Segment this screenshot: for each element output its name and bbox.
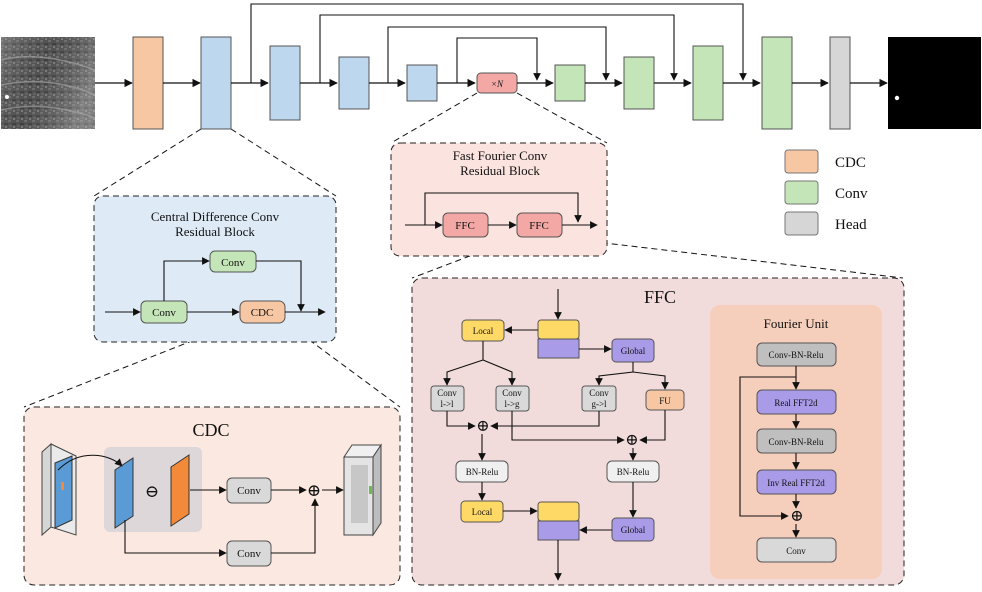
legend-cdc-swatch	[784, 149, 819, 174]
ffc-conv-g-l-label-2: g->l	[591, 399, 607, 409]
ffc-output-tensor	[537, 501, 580, 541]
fu-conv-bn-relu-1-label: Conv-BN-Relu	[769, 350, 824, 360]
legend-head-swatch	[784, 211, 819, 236]
cdc-plus-symbol: ⊕	[307, 481, 321, 500]
ffc-panel-ffc-2-label: FFC	[529, 220, 549, 232]
cdc-panel-conv-left-label: Conv	[152, 307, 176, 319]
legend-head-label: Head	[835, 217, 867, 233]
cdc-minus-symbol: ⊖	[145, 482, 159, 501]
cdc-conv-top-label: Conv	[237, 485, 261, 497]
ffc-fu-label: FU	[659, 396, 671, 406]
fu-conv-bn-relu-2-label: Conv-BN-Relu	[769, 437, 824, 447]
pipeline-encoder-2	[269, 45, 301, 121]
cdc-panel-title-1: Central Difference Conv	[151, 209, 280, 224]
legend: CDC Conv Head	[784, 149, 868, 236]
ffc-plus-left: ⊕	[476, 418, 489, 435]
cdc-panel-conv-top-label: Conv	[221, 257, 245, 269]
pipeline-encoder-4	[406, 64, 438, 102]
ffc-local-bottom-label: Local	[472, 507, 493, 517]
cdc-blue-feature	[114, 457, 134, 529]
ffc-panel-title-1: Fast Fourier Conv	[453, 148, 548, 163]
ffc-global-top-label: Global	[621, 346, 646, 356]
ffc-global-bottom-label: Global	[621, 525, 646, 535]
pipeline-decoder-4	[761, 36, 793, 130]
ffc-conv-g-l-label-1: Conv	[589, 388, 609, 398]
legend-conv-swatch	[784, 180, 819, 205]
ffc-conv-l-l-label-2: l->l	[440, 399, 454, 409]
legend-conv-label: Conv	[835, 186, 868, 202]
cdc-input-feature	[41, 442, 77, 537]
ffc-conv-l-g-label-2: l->g	[504, 399, 520, 409]
fu-inv-real-fft-label: Inv Real FFT2d	[767, 478, 825, 488]
pipeline: ×N	[0, 3, 981, 130]
pipeline-cdc-block	[132, 36, 164, 130]
fourier-unit-panel: Fourier Unit Conv-BN-Relu Real FFT2d Con…	[710, 305, 882, 579]
pipeline-repeat-label: ×N	[491, 79, 504, 89]
skip-connections	[250, 3, 747, 83]
fu-conv-label: Conv	[786, 546, 806, 556]
input-image	[0, 37, 96, 129]
cdc-panel-title-2: Residual Block	[175, 224, 255, 239]
pipeline-decoder-2	[623, 56, 655, 110]
fu-real-fft-label: Real FFT2d	[774, 398, 818, 408]
cdc-panel-cdc-label: CDC	[251, 307, 274, 319]
ffc-panel-ffc-1-label: FFC	[455, 220, 475, 232]
cdc-detail-panel: CDC ⊖ Conv Conv ⊕	[23, 406, 401, 586]
pipeline-decoder-1	[554, 64, 586, 102]
fu-plus: ⊕	[790, 508, 803, 525]
ffc-detail-title: FFC	[644, 287, 676, 307]
cdc-orange-feature	[170, 454, 190, 527]
fu-conv	[756, 537, 837, 563]
pipeline-encoder-3	[338, 56, 370, 110]
ffc-bn-relu-left-label: BN-Relu	[466, 467, 499, 477]
ffc-plus-right: ⊕	[625, 432, 638, 449]
ffc-panel-title-2: Residual Block	[460, 163, 540, 178]
output-image	[888, 37, 981, 129]
ffc-conv-l-g-label-1: Conv	[502, 388, 522, 398]
pipeline-head	[829, 36, 851, 130]
legend-cdc-label: CDC	[835, 155, 866, 171]
ffc-input-tensor	[537, 319, 580, 359]
ffc-conv-l-l-label-1: Conv	[437, 388, 457, 398]
pipeline-decoder-3	[692, 45, 724, 121]
ffc-bn-relu-right-label: BN-Relu	[617, 467, 650, 477]
ffc-local-top-label: Local	[473, 326, 494, 336]
fourier-unit-title: Fourier Unit	[764, 316, 829, 331]
cdc-output-feature	[343, 443, 382, 537]
ffc-residual-panel: Fast Fourier Conv Residual Block FFC FFC	[390, 142, 608, 257]
pipeline-encoder-1	[200, 36, 232, 130]
cdc-detail-title: CDC	[192, 420, 229, 440]
cdc-residual-panel: Central Difference Conv Residual Block C…	[93, 195, 337, 343]
cdc-conv-bottom-label: Conv	[237, 548, 261, 560]
